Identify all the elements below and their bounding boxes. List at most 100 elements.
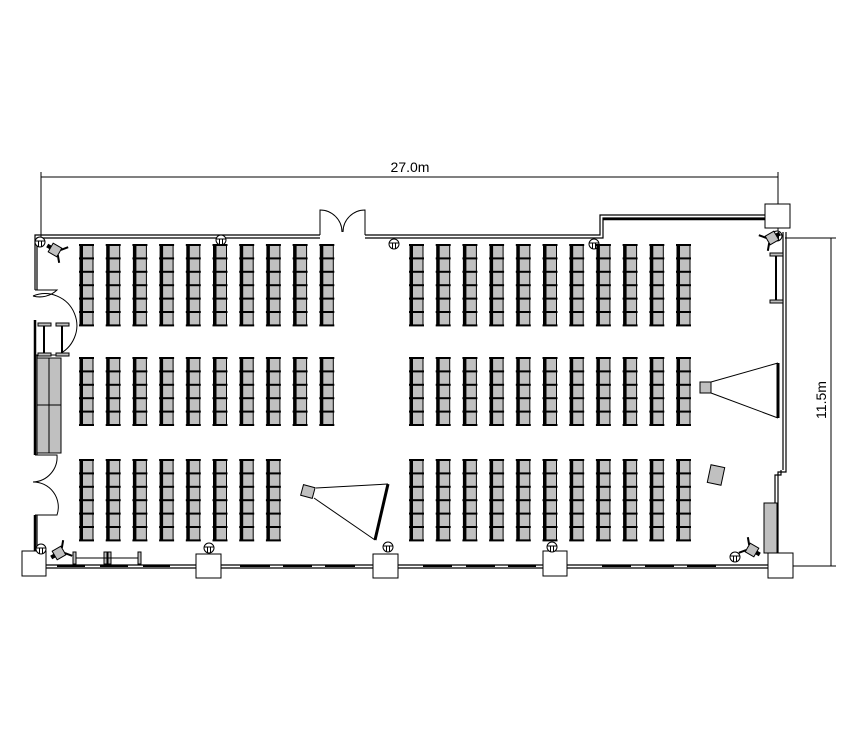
seat-row-edge <box>132 324 148 327</box>
seat-icon <box>649 410 665 426</box>
seat-icon <box>515 297 531 313</box>
seat-icon <box>292 257 308 273</box>
seat-icon <box>409 485 424 501</box>
seat-icon <box>105 410 121 426</box>
seat-icon <box>409 499 424 515</box>
seat-icon <box>105 284 121 300</box>
seat-row-edge <box>185 324 201 327</box>
seat-icon <box>462 472 478 488</box>
seat-row-edge <box>595 539 611 542</box>
seat-icon <box>569 244 585 259</box>
seat-row-edge <box>159 424 175 426</box>
seat-icon <box>435 512 451 528</box>
seat-icon <box>159 472 175 488</box>
seat-icon <box>239 472 255 488</box>
seat-icon <box>595 370 611 386</box>
seat-icon <box>239 410 255 426</box>
speaker-icon <box>729 551 741 563</box>
seat-icon <box>212 370 228 386</box>
seat-icon <box>462 383 478 399</box>
seat-icon <box>676 257 691 273</box>
seat-icon <box>595 499 611 515</box>
seat-icon <box>79 370 94 386</box>
speakers <box>34 230 783 563</box>
seat-icon <box>489 383 505 399</box>
seat-icon <box>649 472 665 488</box>
seat-row-edge <box>292 424 308 426</box>
seat-icon <box>79 357 94 372</box>
seat-icon <box>319 244 335 259</box>
seat-icon <box>649 297 665 313</box>
seat-icon <box>292 383 308 399</box>
seat-icon <box>159 397 175 413</box>
seat-icon <box>569 383 585 399</box>
seat-row-edge <box>542 424 558 426</box>
seat-icon <box>676 357 691 372</box>
seat-icon <box>239 244 255 259</box>
seat-row-edge <box>569 539 585 542</box>
door-icon[interactable] <box>32 454 59 516</box>
seat-icon <box>185 410 201 426</box>
seat-icon <box>319 410 335 426</box>
door-icon[interactable] <box>32 289 78 356</box>
seat-icon <box>239 383 255 399</box>
seat-icon <box>622 526 638 541</box>
seat-icon <box>515 512 531 528</box>
seat-icon <box>569 499 585 515</box>
seat-icon <box>105 270 121 286</box>
seat-icon <box>132 370 148 386</box>
seat-icon <box>515 257 531 273</box>
seat-icon <box>292 311 308 326</box>
seat-icon <box>595 410 611 426</box>
seat-row-edge <box>622 324 638 327</box>
seat-icon <box>212 472 228 488</box>
seat-icon <box>622 244 638 259</box>
seat-icon <box>265 485 281 501</box>
seat-row-edge <box>462 539 478 542</box>
seat-icon <box>159 357 175 372</box>
seat-icon <box>676 270 691 286</box>
seat-icon <box>185 485 201 501</box>
seat-icon <box>542 284 558 300</box>
seat-icon <box>676 397 691 413</box>
seat-icon <box>462 270 478 286</box>
seat-icon <box>132 284 148 300</box>
seat-row-edge <box>676 424 691 426</box>
seat-row-edge <box>212 539 228 542</box>
projector-icon[interactable] <box>699 381 712 394</box>
seat-icon <box>185 311 201 326</box>
seat-icon <box>676 311 691 326</box>
camera-icon <box>46 242 69 263</box>
seat-icon <box>409 370 424 386</box>
seat-icon <box>79 485 94 501</box>
seat-icon <box>265 284 281 300</box>
seat-icon <box>515 311 531 326</box>
table-icon <box>72 551 142 565</box>
seat-icon <box>159 459 175 474</box>
seat-icon <box>265 526 281 541</box>
seat-icon <box>622 410 638 426</box>
seat-row-edge <box>265 424 281 426</box>
seat-icon <box>489 297 505 313</box>
seat-icon <box>159 244 175 259</box>
camera-icon <box>738 537 761 558</box>
seat-icon <box>595 397 611 413</box>
seat-icon <box>212 270 228 286</box>
seat-icon <box>105 526 121 541</box>
door-icon[interactable] <box>319 209 366 235</box>
seat-icon <box>212 485 228 501</box>
seat-icon <box>159 526 175 541</box>
seat-icon <box>649 499 665 515</box>
seat-row-edge <box>515 539 531 542</box>
projector-screen-left <box>300 483 390 541</box>
seat-icon <box>239 485 255 501</box>
seat-icon <box>409 512 424 528</box>
seat-icon <box>292 284 308 300</box>
seat-icon <box>462 370 478 386</box>
seat-icon <box>212 311 228 326</box>
seat-icon <box>489 499 505 515</box>
seat-icon <box>212 410 228 426</box>
seat-icon <box>569 370 585 386</box>
projector-icon[interactable] <box>300 484 316 499</box>
